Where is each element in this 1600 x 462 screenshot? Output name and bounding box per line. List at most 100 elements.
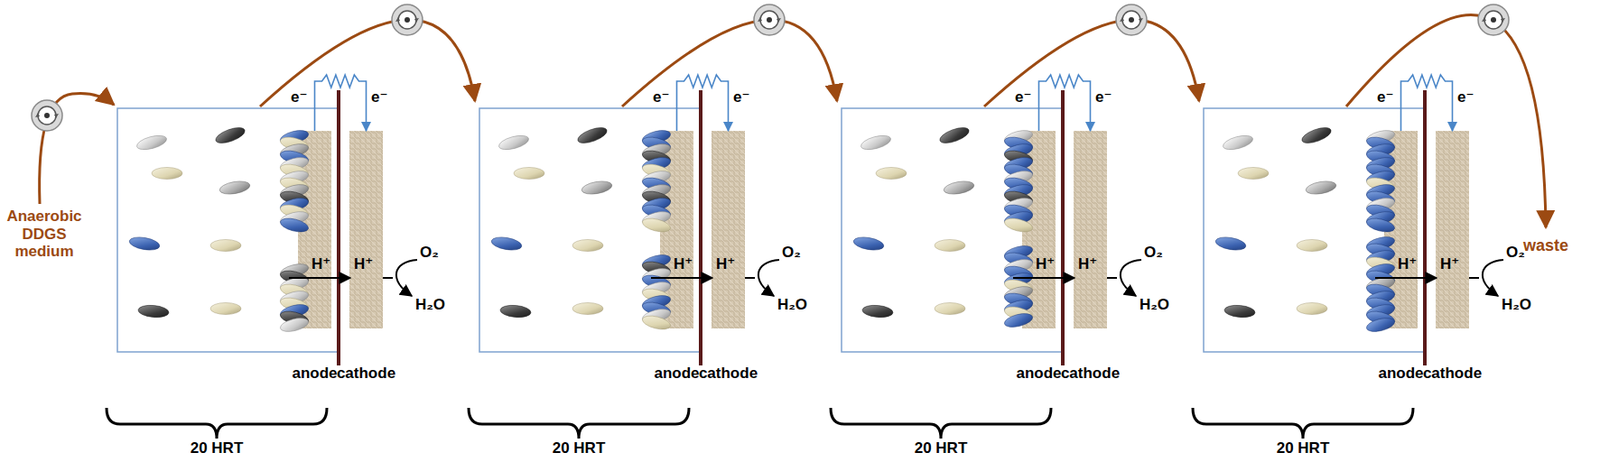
proton-arrow [288, 277, 351, 280]
path-shape [395, 17, 400, 22]
electron-label: e⁻ [652, 88, 670, 107]
electron-label: e⁻ [1095, 88, 1112, 107]
anode-electrode: anode [1022, 130, 1056, 329]
electron-label: e⁻ [733, 88, 750, 107]
microbe [1003, 215, 1034, 234]
proton-label: H⁺ [1035, 255, 1055, 274]
microbe [852, 235, 885, 253]
anode-chamber [117, 108, 339, 353]
electron-label: e⁻ [371, 88, 388, 107]
path-shape [54, 113, 59, 119]
microbe [1214, 235, 1247, 253]
inlet-label: Anaerobic DDGS medium [4, 207, 84, 261]
proton-arrow [1106, 277, 1117, 280]
microbe [137, 304, 169, 319]
electrode-label: cathode [1060, 364, 1120, 383]
cathode-electrode: cathode [349, 130, 383, 329]
microbe [1296, 240, 1328, 252]
membrane [698, 90, 703, 366]
microbe [213, 124, 247, 147]
microbe [1304, 179, 1338, 197]
circle-shape [404, 17, 410, 23]
microbe [859, 132, 893, 152]
flow-arrow [260, 19, 475, 107]
circle-shape [766, 17, 773, 23]
anode-electrode: anode [1384, 130, 1418, 329]
pump-symbol [31, 100, 63, 131]
proton-label: H⁺ [311, 255, 331, 274]
circuit-wire [1401, 74, 1453, 131]
hrt-label: 20 HRT [1276, 439, 1331, 458]
reduction-arrow [1120, 260, 1142, 297]
proton-label: H⁺ [1440, 255, 1460, 274]
cathode-electrode: cathode [1435, 130, 1470, 329]
electrode-label: cathode [336, 364, 396, 383]
electron-label: e⁻ [290, 88, 307, 107]
microbe [279, 316, 310, 335]
circle-shape [1128, 17, 1135, 23]
flow-arrow [622, 19, 838, 107]
cathode-electrode [1073, 130, 1107, 329]
proton-arrow [382, 277, 393, 280]
circle-shape [1116, 4, 1147, 36]
hrt-label: 20 HRT [914, 439, 968, 458]
proton-arrow [1469, 277, 1480, 280]
microbe [938, 124, 971, 147]
proton-label: H⁺ [1397, 255, 1417, 274]
outlet-label: waste [1523, 236, 1569, 256]
oxygen-label: O₂ [1506, 243, 1526, 262]
microbe [513, 167, 545, 180]
electron-label: e⁻ [1457, 88, 1474, 107]
circle-shape [1484, 10, 1503, 29]
circle-shape [1122, 10, 1141, 29]
microbe [934, 303, 966, 316]
electrode-label: anode [1015, 364, 1061, 383]
cathode-electrode [711, 130, 745, 329]
mfc-unit [468, 90, 780, 439]
circle-shape [37, 106, 56, 125]
electrode-label: anode [291, 364, 337, 383]
mfc-unit [830, 90, 1142, 439]
cathode-electrode [1435, 130, 1470, 329]
anode-electrode: anode [660, 130, 694, 329]
microbe [499, 304, 531, 319]
microbe [497, 132, 531, 152]
microbe [942, 179, 976, 197]
water-label: H₂O [1139, 296, 1170, 315]
anode-chamber [841, 108, 1063, 353]
proton-label: H⁺ [716, 255, 735, 274]
cathode-electrode [349, 130, 383, 329]
microbe [135, 132, 168, 152]
microbe [861, 304, 894, 319]
path-shape [1119, 17, 1125, 22]
microbe [580, 179, 614, 197]
path-shape [1500, 18, 1506, 23]
microbe [641, 313, 672, 332]
pump-symbol [1478, 4, 1509, 36]
circuit-wire [677, 74, 729, 131]
electrode-label: anode [653, 364, 699, 383]
bracket [468, 408, 689, 439]
microbe [1300, 124, 1333, 147]
bracket [830, 408, 1052, 439]
oxygen-label: O₂ [781, 243, 801, 262]
electrode-label: cathode [698, 364, 758, 383]
proton-arrow [744, 277, 755, 280]
membrane [1060, 90, 1065, 366]
microbe [210, 303, 242, 316]
microbe [218, 179, 252, 197]
path-shape [1138, 18, 1144, 23]
anode-chamber [1203, 108, 1425, 353]
microbe [576, 124, 609, 147]
microbe [1365, 316, 1396, 335]
cathode-electrode: cathode [711, 130, 745, 329]
electrode-label: anode [1377, 364, 1424, 383]
water-label: H₂O [777, 296, 808, 315]
bracket [1192, 408, 1414, 439]
microbe [1237, 167, 1269, 180]
electrode-label: cathode [1423, 364, 1482, 383]
proton-label: H⁺ [673, 255, 693, 274]
electron-label: e⁻ [1014, 88, 1032, 107]
